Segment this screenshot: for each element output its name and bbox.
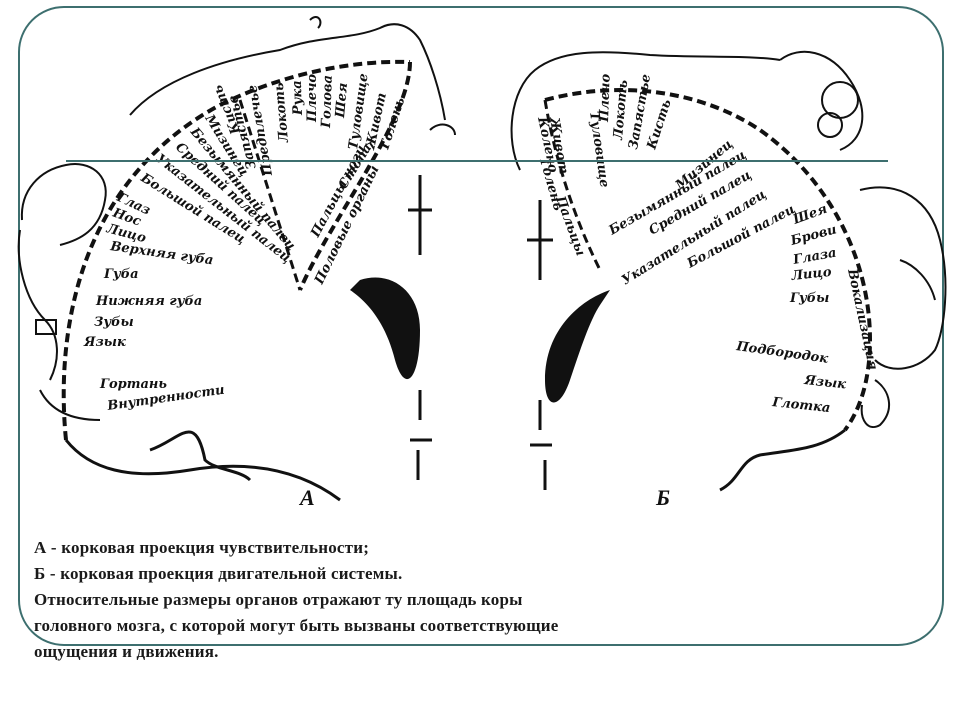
sensory-label: Верхняя губа — [108, 239, 214, 268]
teal-divider-line — [66, 160, 888, 162]
motor-label: Пальцы — [552, 193, 588, 258]
motor-label: Глотка — [771, 395, 831, 416]
motor-label: Лицо — [790, 265, 833, 284]
sensory-label: Плечо — [305, 74, 320, 123]
caption-line: Относительные размеры органов отражают т… — [34, 590, 523, 609]
motor-label: Подбородок — [734, 339, 829, 367]
caption-line: А - корковая проекция чувствительности; — [34, 538, 370, 557]
sensory-label: Рука — [290, 80, 306, 116]
motor-label: Локоть — [611, 79, 631, 141]
sensory-label: Шея — [333, 82, 351, 119]
sensory-label: Локоть — [272, 81, 292, 143]
sensory-label: Губа — [103, 267, 139, 282]
sensory-homunculus-figure — [17, 16, 456, 421]
motor-hemisphere — [527, 88, 873, 492]
sensory-inner-labels: Стопа Пальцы ноги Половые органы — [308, 141, 383, 287]
sensory-hemisphere — [61, 59, 432, 502]
motor-homunculus-figure — [510, 50, 947, 428]
motor-arc-labels: Живот Колено Голень Пальцы Туловище Плеч… — [534, 73, 798, 288]
label-a: А — [298, 485, 315, 510]
motor-label: Глаза — [791, 246, 838, 269]
sensory-label: Голова — [319, 75, 336, 129]
caption-line: головного мозга, с которой могут быть вы… — [34, 616, 559, 635]
motor-label: Губы — [789, 291, 829, 306]
sensory-label: Нижняя губа — [95, 294, 202, 309]
sensory-label: Язык — [83, 335, 126, 350]
caption-line: ощущения и движения. — [34, 642, 219, 661]
caption-line: Б - корковая проекция двигательной систе… — [34, 564, 403, 583]
motor-label: Язык — [803, 373, 847, 392]
sensory-label: Зубы — [94, 315, 134, 330]
label-b: Б — [655, 485, 670, 510]
motor-label: Вокализация — [844, 267, 880, 372]
caption: А - корковая проекция чувствительности; … — [34, 535, 934, 665]
motor-label: Шея — [790, 202, 829, 228]
sensory-label: Гортань — [99, 377, 167, 392]
motor-label: Плечо — [597, 73, 614, 123]
